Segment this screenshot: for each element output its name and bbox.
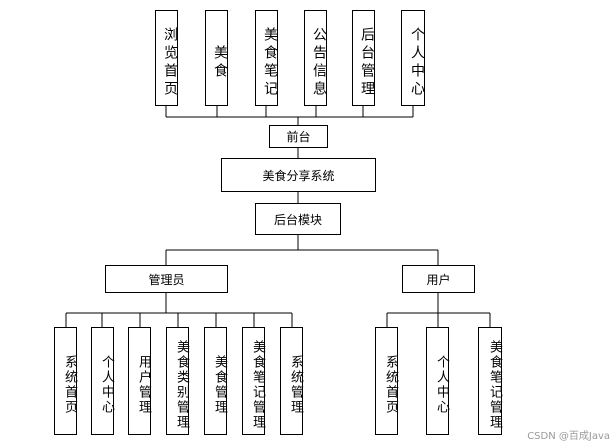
user-module-system-home: 系统首页 [375, 327, 398, 435]
user-module-personal-center: 个人中心 [426, 327, 449, 435]
admin-module-user-management: 用户管理 [128, 327, 151, 435]
module-food-notes: 美食笔记 [255, 10, 278, 106]
admin-module-personal-center: 个人中心 [91, 327, 114, 435]
node-admin: 管理员 [105, 265, 228, 293]
module-browse-home: 浏览首页 [155, 10, 178, 106]
admin-module-food-management: 美食管理 [204, 327, 227, 435]
module-food: 美食 [205, 10, 228, 106]
user-module-food-notes-management: 美食笔记管理 [478, 327, 502, 435]
module-personal-center: 个人中心 [401, 10, 425, 106]
module-backend-management: 后台管理 [352, 10, 375, 106]
node-system: 美食分享系统 [221, 158, 376, 192]
watermark: CSDN @百成Java [527, 431, 610, 442]
admin-module-system-home: 系统首页 [54, 327, 77, 435]
module-announcements: 公告信息 [304, 10, 327, 106]
admin-module-food-notes-management: 美食笔记管理 [242, 327, 265, 435]
admin-module-food-category-management: 美食类别管理 [166, 327, 189, 435]
node-backend: 后台模块 [255, 203, 341, 235]
node-user: 用户 [402, 265, 475, 293]
admin-module-system-management: 系统管理 [280, 327, 303, 435]
node-front: 前台 [269, 125, 328, 148]
